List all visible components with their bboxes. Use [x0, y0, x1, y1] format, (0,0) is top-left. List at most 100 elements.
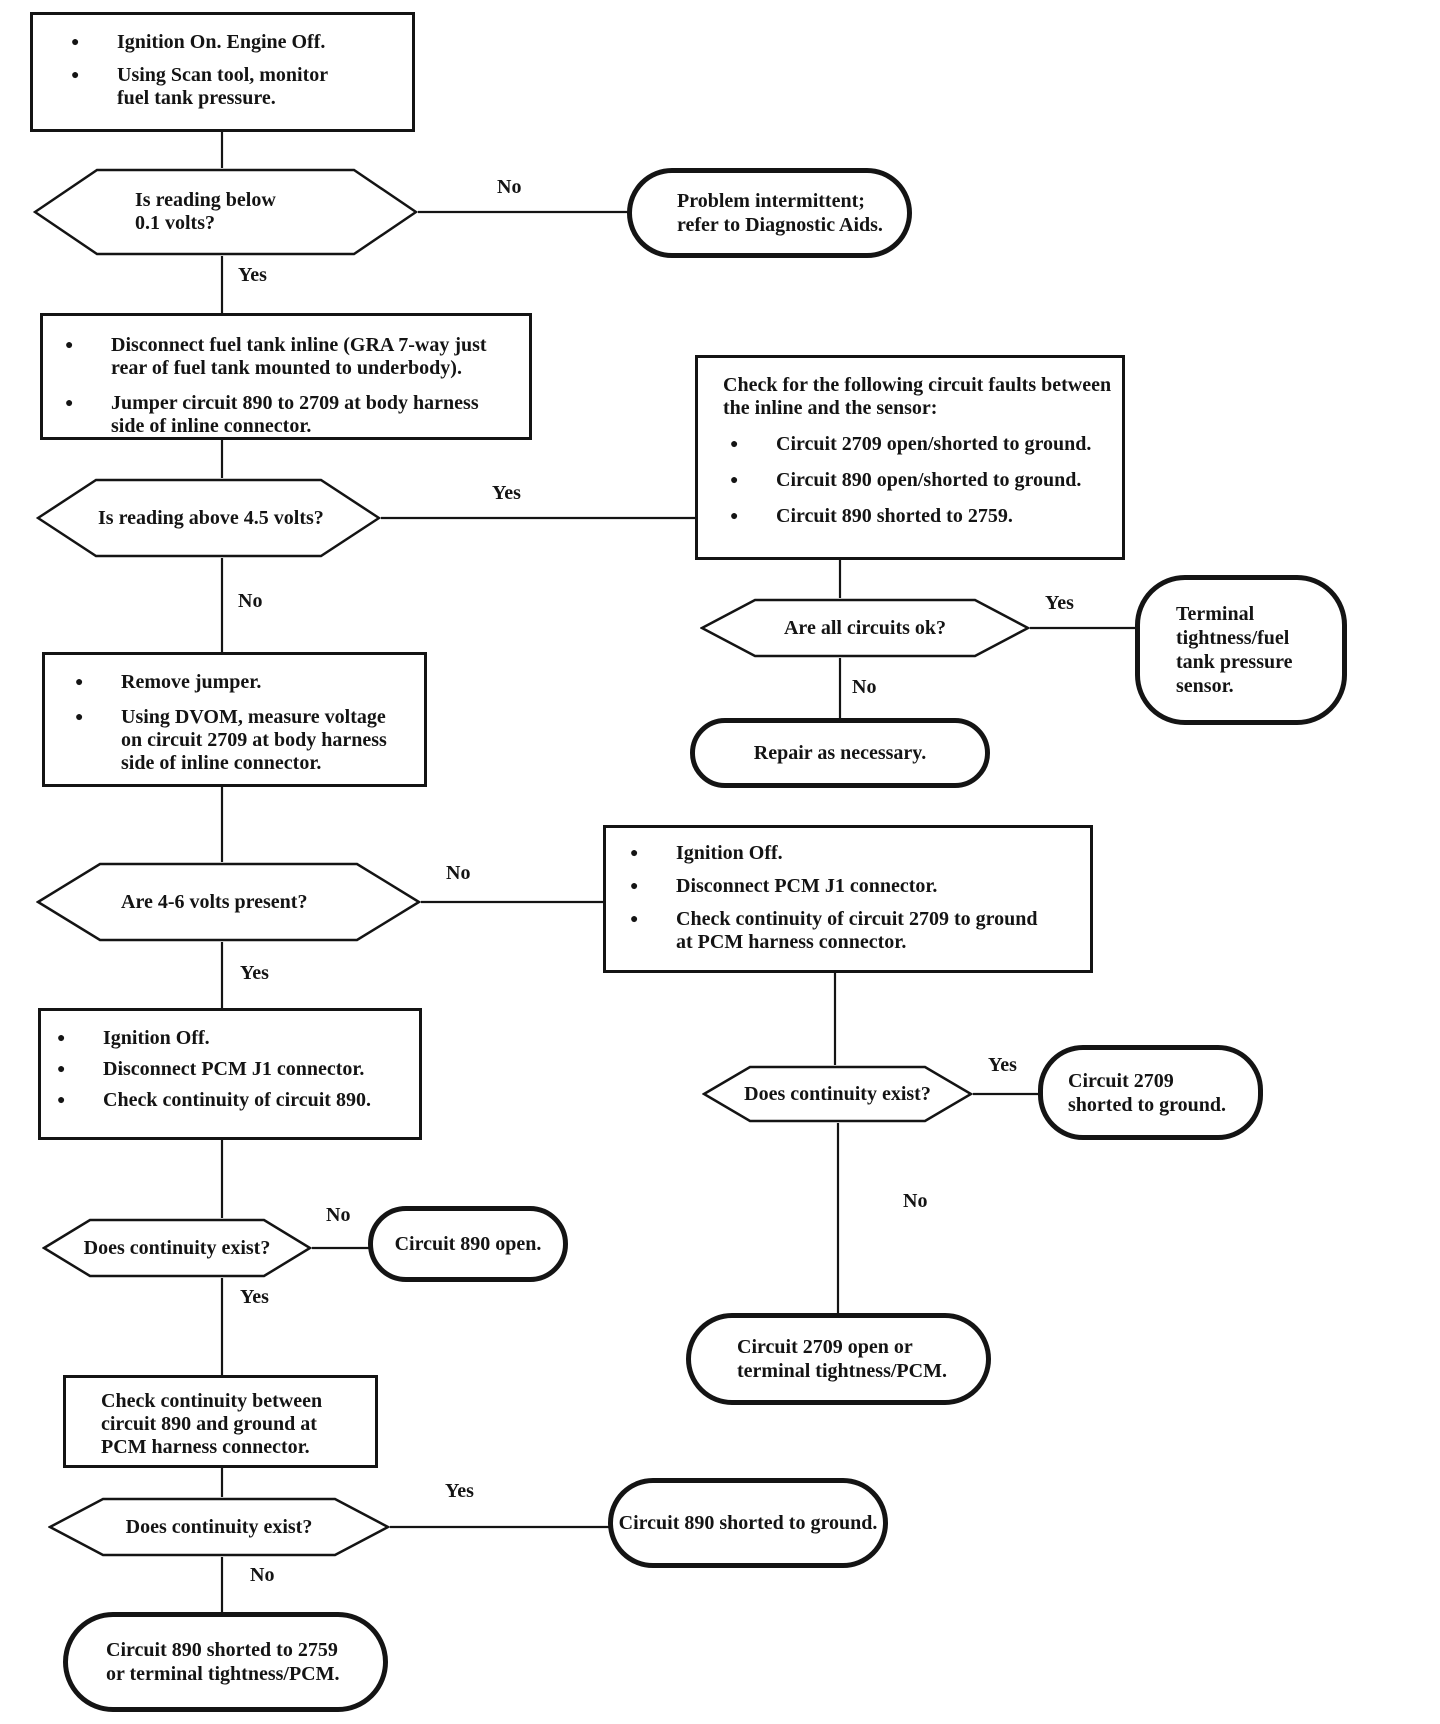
terminal-label: Circuit 890 shorted to 2759 or terminal … [106, 1639, 340, 1685]
hexagon-shape [42, 1218, 312, 1278]
bullet-icon: ● [65, 338, 74, 353]
bullet-icon: ● [57, 1093, 66, 1108]
terminal-label: Terminal tightness/fuel tank pressure se… [1176, 603, 1293, 697]
edge-label-no: No [326, 1204, 351, 1226]
bullet-icon: ● [57, 1062, 66, 1077]
terminal-circuit-2709-open-terminal-tightness-pcm: Circuit 2709 open or terminal tightness/… [686, 1313, 991, 1405]
terminal-label: Problem intermittent; refer to Diagnosti… [677, 190, 883, 236]
decision-continuity-exist-890: Does continuity exist? [42, 1218, 312, 1278]
bullet-item: ● Disconnect PCM J1 connector. [606, 875, 1090, 898]
bullet-text: Check continuity of circuit 890. [103, 1089, 371, 1111]
bullet-text: Ignition Off. [676, 842, 783, 864]
terminal-problem-intermittent: Problem intermittent; refer to Diagnosti… [627, 168, 912, 258]
bullet-item: ● Using DVOM, measure voltage on circuit… [45, 706, 424, 775]
bullet-icon: ● [630, 912, 639, 927]
decision-reading-above-4-5-volts: Is reading above 4.5 volts? [36, 478, 381, 558]
bullet-text: Ignition On. Engine Off. [117, 31, 326, 53]
terminal-repair-as-necessary: Repair as necessary. [690, 718, 990, 788]
bullet-text: Circuit 890 shorted to 2759. [776, 505, 1013, 527]
bullet-text: Disconnect PCM J1 connector. [676, 875, 938, 897]
bullet-text: Disconnect fuel tank inline (GRA 7-way j… [111, 334, 487, 379]
hexagon-shape [700, 598, 1030, 658]
edge-label-no: No [446, 862, 471, 884]
bullet-text: Jumper circuit 890 to 2709 at body harne… [111, 392, 479, 437]
terminal-label: Circuit 2709 open or terminal tightness/… [737, 1336, 947, 1382]
bullet-icon: ● [630, 846, 639, 861]
edge-label-no: No [903, 1190, 928, 1212]
bullet-text: Check continuity of circuit 2709 to grou… [676, 908, 1038, 953]
bullet-text: Using Scan tool, monitor fuel tank press… [117, 64, 329, 109]
process-text: Check continuity between circuit 890 and… [101, 1390, 323, 1458]
bullet-icon: ● [730, 437, 739, 452]
bullet-text: Disconnect PCM J1 connector. [103, 1058, 365, 1080]
edge-label-yes: Yes [240, 1286, 269, 1308]
hexagon-shape [36, 862, 421, 942]
terminal-label: Repair as necessary. [753, 742, 927, 764]
bullet-item: ● Circuit 890 shorted to 2759. [698, 505, 1122, 528]
edge-label-yes: Yes [445, 1480, 474, 1502]
terminal-circuit-890-shorted-to-ground: Circuit 890 shorted to ground. [608, 1478, 888, 1568]
edge-label-yes: Yes [492, 482, 521, 504]
decision-label: Is reading below 0.1 volts? [135, 189, 276, 234]
decision-continuity-exist-2709: Does continuity exist? [702, 1065, 973, 1123]
decision-label: Does continuity exist? [744, 1082, 931, 1105]
bullet-icon: ● [75, 710, 84, 725]
process-check-890-ground-continuity: Check continuity between circuit 890 and… [63, 1375, 378, 1468]
bullet-item: ● Ignition On. Engine Off. [33, 31, 412, 54]
edge-label-no: No [238, 590, 263, 612]
edge-label-yes: Yes [238, 264, 267, 286]
edge-label-yes: Yes [240, 962, 269, 984]
terminal-circuit-2709-shorted-to-ground: Circuit 2709 shorted to ground. [1038, 1045, 1263, 1140]
bullet-item: ● Check continuity of circuit 2709 to gr… [606, 908, 1090, 954]
bullet-item: ● Jumper circuit 890 to 2709 at body har… [43, 392, 529, 438]
bullet-item: ● Ignition Off. [606, 842, 1090, 865]
terminal-circuit-890-shorted-2759-pcm: Circuit 890 shorted to 2759 or terminal … [63, 1612, 388, 1712]
terminal-label: Circuit 890 shorted to ground. [618, 1512, 878, 1534]
bullet-text: Remove jumper. [121, 671, 262, 693]
decision-4-6-volts-present: Are 4-6 volts present? [36, 862, 421, 942]
bullet-item: ● Remove jumper. [45, 671, 424, 694]
bullet-icon: ● [730, 473, 739, 488]
bullet-text: Using DVOM, measure voltage on circuit 2… [121, 706, 387, 774]
terminal-tightness-fuel-tank-pressure-sensor: Terminal tightness/fuel tank pressure se… [1135, 575, 1347, 725]
hexagon-shape [48, 1497, 390, 1557]
hexagon-shape [33, 168, 418, 256]
process-disconnect-inline-jumper: ● Disconnect fuel tank inline (GRA 7-way… [40, 313, 532, 440]
decision-all-circuits-ok: Are all circuits ok? [700, 598, 1030, 658]
edge-label-no: No [250, 1564, 275, 1586]
bullet-icon: ● [65, 396, 74, 411]
decision-label: Does continuity exist? [125, 1515, 313, 1538]
bullet-icon: ● [71, 68, 80, 83]
hexagon-shape [702, 1065, 973, 1123]
process-intro-text: Check for the following circuit faults b… [723, 374, 1112, 419]
bullet-icon: ● [71, 35, 80, 50]
bullet-icon: ● [630, 879, 639, 894]
decision-label: Is reading above 4.5 volts? [98, 506, 324, 529]
decision-label: Are 4-6 volts present? [121, 890, 308, 913]
process-start-monitor-pressure: ● Ignition On. Engine Off. ● Using Scan … [30, 12, 415, 132]
process-check-circuit-faults: Check for the following circuit faults b… [695, 355, 1125, 560]
decision-reading-below-0-1-volts: Is reading below 0.1 volts? [33, 168, 418, 256]
terminal-label: Circuit 2709 shorted to ground. [1068, 1069, 1226, 1116]
decision-label: Does continuity exist? [83, 1236, 271, 1259]
bullet-item: ● Ignition Off. [41, 1027, 419, 1050]
terminal-label: Circuit 890 open. [394, 1233, 542, 1255]
edge-label-no: No [497, 176, 522, 198]
bullet-item: ● Check continuity of circuit 890. [41, 1089, 419, 1112]
bullet-item: ● Circuit 890 open/shorted to ground. [698, 469, 1122, 492]
process-check-2709-continuity-ground: ● Ignition Off. ● Disconnect PCM J1 conn… [603, 825, 1093, 973]
bullet-icon: ● [730, 509, 739, 524]
bullet-item: ● Using Scan tool, monitor fuel tank pre… [33, 64, 412, 110]
hexagon-shape [36, 478, 381, 558]
edge-label-no: No [852, 676, 877, 698]
decision-label: Are all circuits ok? [783, 616, 947, 639]
process-remove-jumper-measure-voltage: ● Remove jumper. ● Using DVOM, measure v… [42, 652, 427, 787]
bullet-item: ● Disconnect PCM J1 connector. [41, 1058, 419, 1081]
terminal-circuit-890-open: Circuit 890 open. [368, 1206, 568, 1282]
decision-continuity-exist-890-ground: Does continuity exist? [48, 1497, 390, 1557]
edge-label-yes: Yes [1045, 592, 1074, 614]
bullet-text: Circuit 890 open/shorted to ground. [776, 469, 1082, 491]
bullet-icon: ● [75, 675, 84, 690]
